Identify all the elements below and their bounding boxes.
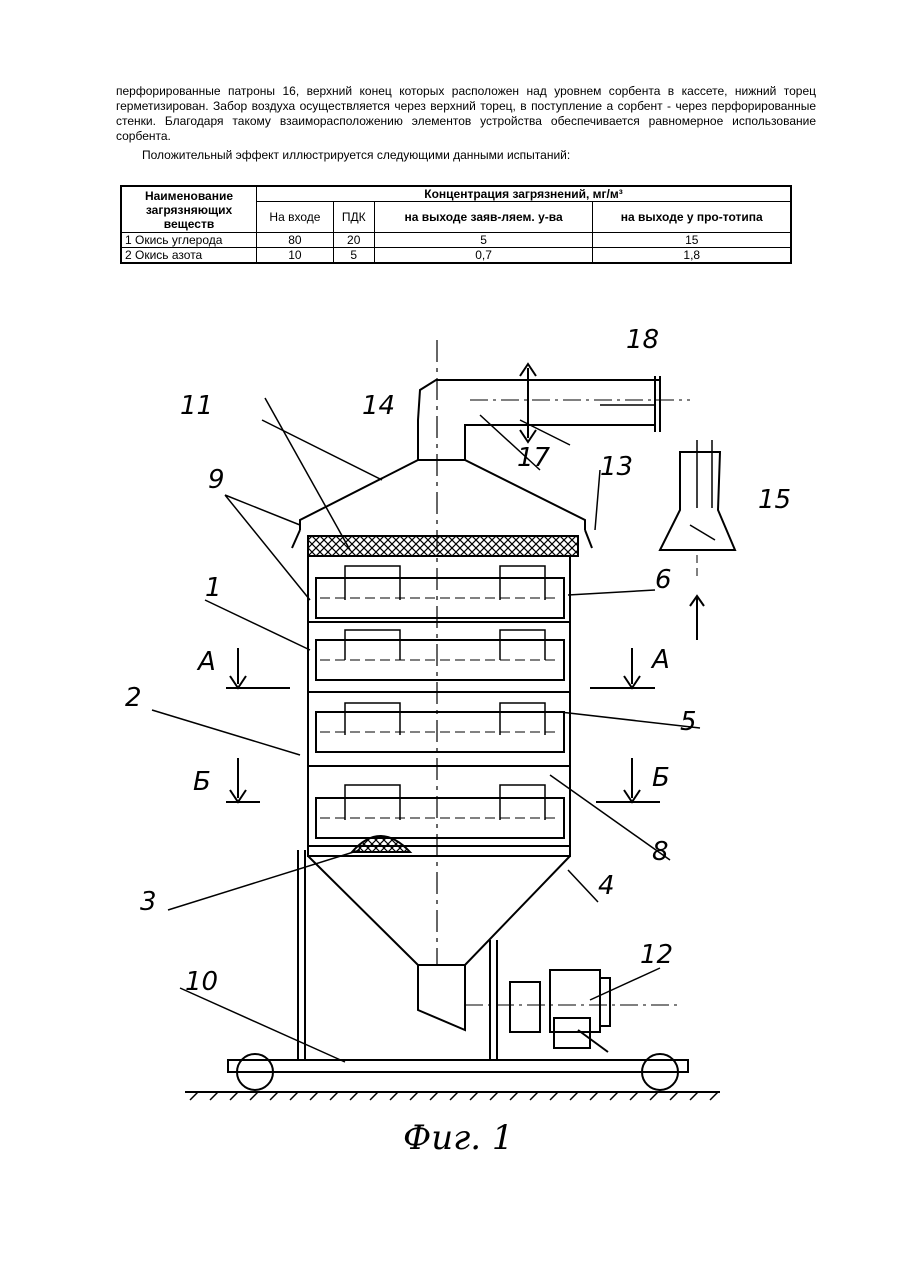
callout-9: 9 — [208, 465, 225, 495]
col-outlet-claimed: на выходе заяв-ляем. у-ва — [374, 202, 593, 233]
section-marker-b-right — [596, 758, 660, 802]
cartridge-15 — [660, 440, 735, 640]
cell: 20 — [333, 233, 374, 248]
paragraph-results: Положительный эффект иллюстрируется след… — [142, 148, 812, 163]
leader-lines — [152, 398, 715, 1062]
callout-12: 12 — [640, 940, 673, 970]
cell: 10 — [257, 248, 334, 264]
table-row: 2 Окись азота 10 5 0,7 1,8 — [121, 248, 791, 264]
cell: 5 — [333, 248, 374, 264]
cell: 80 — [257, 233, 334, 248]
frame-legs — [298, 850, 497, 1060]
col-inlet: На входе — [257, 202, 334, 233]
row-name: 1 Окись углерода — [121, 233, 257, 248]
outlet-duct — [418, 364, 690, 460]
section-marker-a-left — [226, 648, 290, 688]
cell: 15 — [593, 233, 791, 248]
callout-8: 8 — [652, 837, 669, 867]
paragraph-intro: перфорированные патроны 16, верхний коне… — [116, 84, 816, 144]
header-name: Наименование загрязняющих веществ — [121, 186, 257, 233]
figure-caption: Фиг. 1 — [403, 1118, 514, 1158]
callout-1: 1 — [205, 573, 222, 603]
col-pdk: ПДК — [333, 202, 374, 233]
cassettes — [308, 566, 570, 846]
callout-4: 4 — [598, 871, 615, 901]
callout-10: 11 — [180, 391, 213, 421]
housing — [308, 556, 570, 856]
callout-14: 13 — [600, 452, 633, 482]
callout-15: 15 — [758, 485, 791, 515]
section-label-a-left: А — [196, 647, 216, 677]
callout-6: 6 — [655, 565, 672, 595]
technical-drawing: 14 11 9 1 2 3 4 5 6 8 10 12 13 15 17 18 … — [0, 290, 901, 1110]
section-marker-b-left — [226, 758, 260, 802]
cell: 1,8 — [593, 248, 791, 264]
section-label-b-right: Б — [652, 763, 670, 793]
callout-17: 17 — [517, 443, 551, 473]
col-outlet-prototype: на выходе у про-тотипа — [593, 202, 791, 233]
callout-11: 10 — [185, 967, 218, 997]
section-label-b-left: Б — [193, 767, 211, 797]
cell: 0,7 — [374, 248, 593, 264]
table-row: 1 Окись углерода 80 20 5 15 — [121, 233, 791, 248]
cell: 5 — [374, 233, 593, 248]
section-marker-a-right — [590, 648, 655, 688]
section-label-a-right: А — [650, 645, 670, 675]
callout-18: 18 — [626, 325, 659, 355]
callout-13: 14 — [362, 391, 395, 421]
hopper — [308, 856, 570, 965]
callout-3: 3 — [140, 887, 157, 917]
cart — [185, 1054, 720, 1100]
callout-5: 5 — [680, 707, 697, 737]
callout-2: 2 — [125, 683, 142, 713]
header-concentration: Концентрация загрязнений, мг/м³ — [257, 186, 792, 202]
test-results-table: Наименование загрязняющих веществ Концен… — [120, 185, 792, 264]
row-name: 2 Окись азота — [121, 248, 257, 264]
